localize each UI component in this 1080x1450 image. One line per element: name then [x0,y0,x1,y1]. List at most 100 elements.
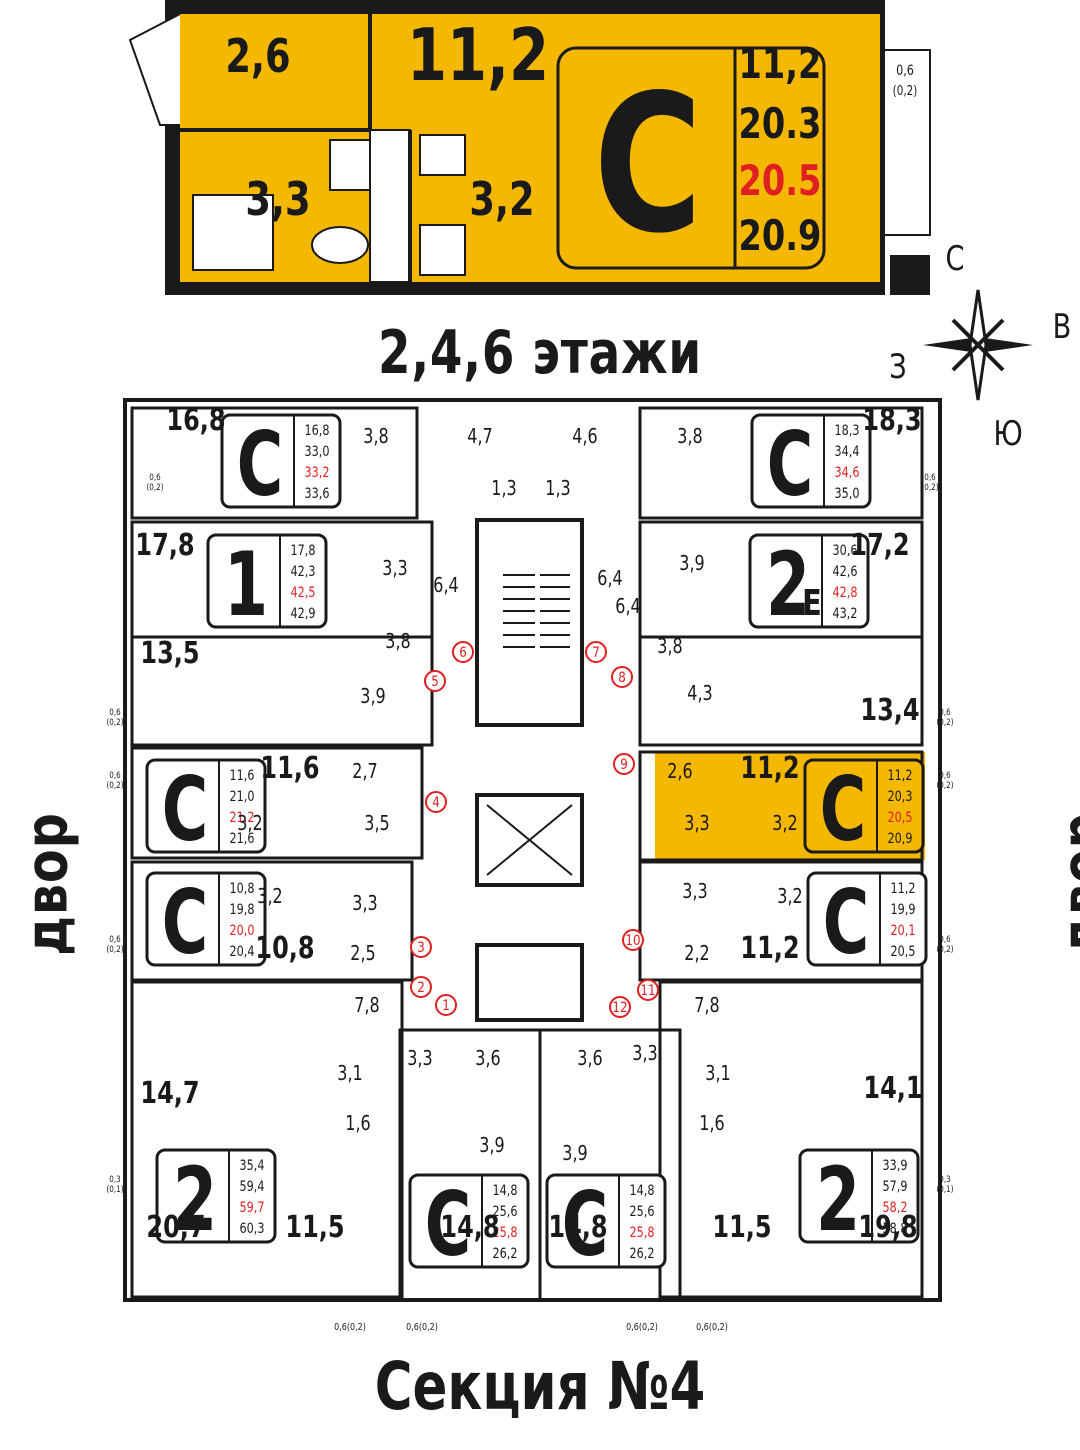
balcony-area-2: 0,6 [109,706,120,717]
featured-area-1: 20.3 [739,99,822,148]
room-area-a3-3: 13,5 [140,636,199,670]
room-area-a8-0: 3,3 [682,880,707,903]
room-area-a4-5: 4,3 [687,682,712,705]
featured-room-bath: 3,3 [245,172,310,226]
door-number-9: 9 [620,757,628,773]
featured-badge [556,46,826,270]
door-number-7: 7 [592,645,600,661]
room-area-a5-1: 2,7 [352,760,377,783]
apartment-area-a9-1: 59,4 [240,1178,265,1195]
apartment-type-a1: C [237,415,283,517]
room-area-a1-0: 16,8 [166,403,225,437]
room-area-a6-0: 2,6 [667,760,692,783]
apartment-area-a12-3: 26,2 [630,1245,655,1262]
featured-kitchen-sink [419,224,466,276]
room-area-a2-2: 4,6 [572,425,597,448]
room-area-a9-3: 3,3 [407,1047,432,1070]
apartment-badge-a9 [155,1148,277,1244]
room-area-a10-4: 1,6 [699,1112,724,1135]
apartment-area-a8-3: 20,5 [891,943,916,960]
room-area-a9-2: 3,1 [337,1062,362,1085]
room-area-a7-3: 2,5 [350,942,375,965]
room-area-a7-1: 3,3 [352,892,377,915]
featured-balcony-sub: (0,2) [893,83,918,98]
apartment-type-a7: C [162,873,208,975]
apartment-area-a11-1: 25,6 [493,1203,518,1220]
apartment-area-a12-0: 14,8 [630,1182,655,1199]
featured-apartment-fill [180,14,880,282]
room-area-a8-2: 11,2 [740,931,799,965]
featured-type: C [594,55,703,276]
room-area-a8-1: 3,2 [777,885,802,908]
apartment-area-a2-3: 35,0 [835,485,860,502]
room-area-a4-2: 6,4 [597,567,622,590]
apartment-area-a3-0: 17,8 [291,542,316,559]
door-number-circle-2 [410,976,432,998]
apartment-area-a8-0: 11,2 [891,880,916,897]
apartment-type-suffix-a4: Е [802,582,822,624]
apartment-area-a4-3: 43,2 [833,605,858,622]
balcony-bottom-1: 0,6(0,2) [406,1322,438,1333]
room-area-a6-3: 3,2 [772,812,797,835]
balcony-sub-5: (0,2) [936,779,953,790]
apartment-area-a2-1: 34,4 [835,443,860,460]
door-number-circle-3 [410,936,432,958]
apartment-area-a5-2: 21,2 [230,809,255,826]
room-area-a4-3: 6,4 [615,595,640,618]
yard-label-left: двор [12,812,81,956]
featured-stove [419,134,466,176]
balcony-sub-6: (0,2) [106,943,123,954]
floor-outline [123,398,942,1302]
door-number-3: 3 [417,940,425,956]
door-number-circle-12 [609,996,631,1018]
room-block-6 [130,746,424,860]
apartment-area-a10-0: 33,9 [883,1157,908,1174]
featured-room-hall: 2,6 [225,29,290,83]
room-area-a10-6: 11,5 [712,1210,771,1244]
featured-area-3: 20.9 [739,211,822,260]
featured-shower [192,194,274,271]
room-area-a4-6: 13,4 [860,693,919,727]
door-number-circle-6 [452,641,474,663]
apartment-area-a5-3: 21,6 [230,830,255,847]
featured-toilet [311,226,369,264]
apartment-area-a7-1: 19,8 [230,901,255,918]
door-number-circle-5 [424,670,446,692]
featured-column [890,255,930,295]
door-number-circle-9 [613,753,635,775]
apartment-area-a1-0: 16,8 [305,422,330,439]
apartment-area-a8-1: 19,9 [891,901,916,918]
apartment-type-a2: C [767,415,813,517]
apartment-area-a5-1: 21,0 [230,788,255,805]
balcony-area-0: 0,6 [149,471,160,482]
apartment-badge-a10 [798,1148,920,1244]
balcony-sub-2: (0,2) [106,716,123,727]
room-area-a9-5: 20,7 [146,1210,205,1244]
room-area-a12-1: 3,9 [562,1142,587,1165]
room-area-a2-1: 3,8 [677,425,702,448]
apartment-type-a12: C [562,1175,608,1277]
room-area-a12-2: 14,8 [548,1210,607,1244]
room-area-a3-0: 17,8 [135,528,194,562]
featured-room-kitchen: 3,2 [469,172,534,226]
room-area-a11-0: 3,6 [475,1047,500,1070]
compass-east: В [1053,307,1072,347]
room-area-a9-1: 14,7 [140,1076,199,1110]
room-area-a4-0: 17,2 [850,528,909,562]
room-area-a10-0: 7,8 [694,994,719,1017]
featured-sink [329,139,371,191]
apartment-type-a4: 2 [766,535,810,637]
room-area-a11-1: 3,9 [479,1134,504,1157]
featured-balcony-area: 0,6 [896,62,914,79]
featured-room-living: 11,2 [407,14,549,98]
compass-north: С [946,239,965,279]
apartment-badge-a3 [206,533,328,629]
apartment-area-a9-0: 35,4 [240,1157,265,1174]
apartment-badge-a2 [750,413,872,509]
balcony-sub-1: (0,2) [921,481,938,492]
balcony-small-0: 0,3 [109,1173,120,1184]
balcony-sub-7: (0,2) [936,943,953,954]
apartment-area-a1-1: 33,0 [305,443,330,460]
featured-area-2: 20.5 [739,156,822,205]
door-number-11: 11 [640,983,655,999]
